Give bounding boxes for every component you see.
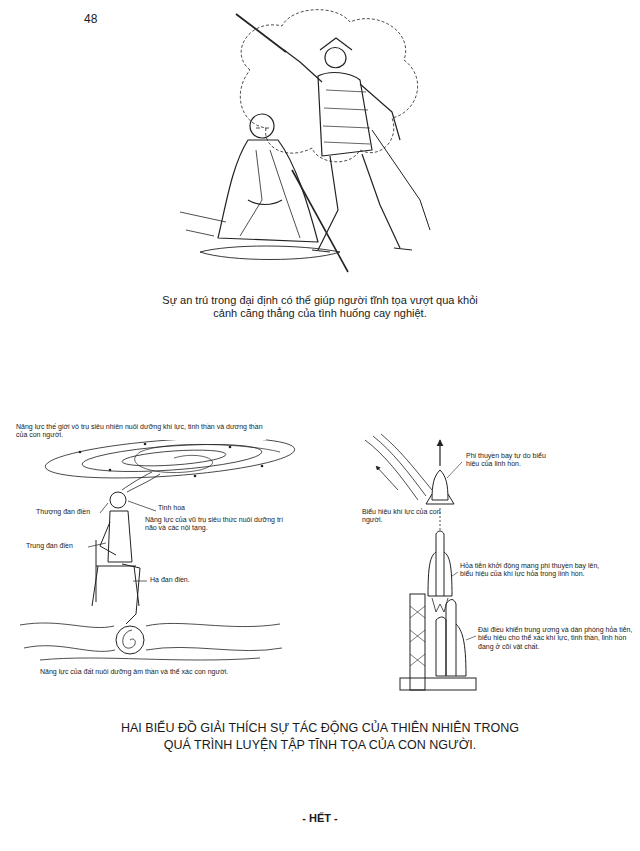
callout-label: Năng lực của vũ trụ siêu thức nuôi dưỡng… <box>145 516 295 533</box>
callout-label: Phi thuyền bay tự do biểu hiệu của linh … <box>466 452 558 469</box>
callout-label: Trung đan điền <box>26 542 88 550</box>
meditator-diagram <box>20 431 296 660</box>
page-number: 48 <box>84 12 114 26</box>
callout-label: Năng lực thế giới vô trụ siêu nhiên nuôi… <box>16 423 266 440</box>
callout-label: Biểu hiệu khí lực của con người. <box>362 508 444 525</box>
monk-warrior-illustration <box>180 10 430 272</box>
callout-label: Thượng đan điền <box>36 508 98 516</box>
rocket-diagram <box>365 434 476 690</box>
end-mark: - HẾT - <box>270 812 370 825</box>
callout-label: Năng lực của đất nuôi dưỡng âm thần và t… <box>40 668 300 676</box>
callout-label: Tinh hoa <box>158 504 203 512</box>
illustration-caption: Sự an trú trong đại định có thể giúp ngư… <box>160 294 480 320</box>
callout-label: Hạ đan điền. <box>150 576 220 584</box>
callout-label: Hỏa tiễn khởi động mang phi thuyền bay l… <box>460 562 600 579</box>
figure-caption: HAI BIỂU ĐỒ GIẢI THÍCH SỰ TÁC ĐỘNG CỦA T… <box>110 720 530 754</box>
callout-label: Đài điều khiển trung ương và dàn phóng h… <box>478 626 633 651</box>
